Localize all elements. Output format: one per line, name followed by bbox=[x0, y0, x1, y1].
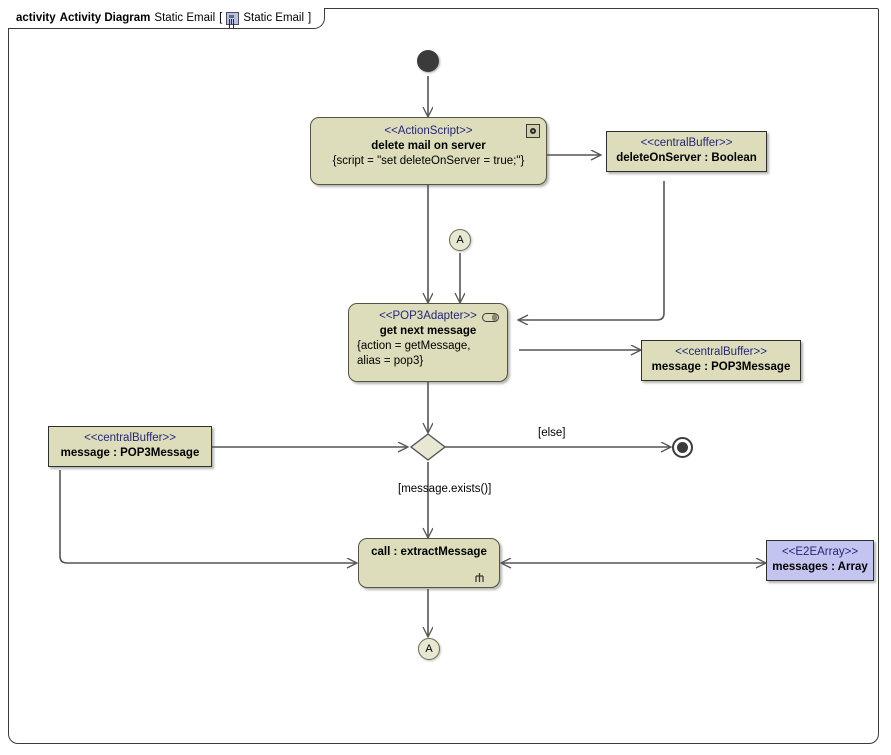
action-get-next-name: get next message bbox=[379, 325, 477, 337]
edge-label-else: [else] bbox=[538, 427, 566, 439]
buffer-message-left-name: message : POP3Message bbox=[60, 447, 200, 459]
script-icon bbox=[526, 124, 540, 138]
activity-final-node bbox=[672, 437, 693, 458]
frame-context-name: Static Email bbox=[243, 12, 305, 24]
initial-node bbox=[417, 50, 439, 72]
action-delete-mail-name: delete mail on server bbox=[371, 140, 486, 152]
action-get-next-stereotype: <<POP3Adapter>> bbox=[379, 310, 477, 322]
action-call-extract-message[interactable]: call : extractMessage bbox=[358, 538, 500, 588]
diagram-frame-header: activity Activity Diagram Static Email [… bbox=[8, 8, 326, 29]
buffer-message-right-name: message : POP3Message bbox=[651, 361, 791, 373]
frame-bracket-close: ] bbox=[308, 12, 312, 24]
action-delete-mail-stereotype: <<ActionScript>> bbox=[384, 125, 473, 137]
central-buffer-message-left[interactable]: <<centralBuffer>> message : POP3Message bbox=[48, 426, 212, 467]
buffer-delete-on-server-stereotype: <<centralBuffer>> bbox=[640, 137, 733, 149]
buffer-message-right-stereotype: <<centralBuffer>> bbox=[675, 346, 767, 358]
buffer-message-left-stereotype: <<centralBuffer>> bbox=[84, 432, 176, 444]
action-get-next-message[interactable]: <<POP3Adapter>> get next message {action… bbox=[348, 303, 508, 382]
frame-type-label: Activity Diagram bbox=[59, 12, 151, 24]
pill-icon bbox=[482, 313, 499, 322]
connector-node-a-bottom: A bbox=[418, 638, 440, 660]
action-delete-mail-on-server[interactable]: <<ActionScript>> delete mail on server {… bbox=[310, 117, 547, 185]
edge-label-message-exists: [message.exists()] bbox=[398, 483, 492, 495]
frame-keyword: activity bbox=[16, 12, 56, 24]
frame-bracket-open: [ bbox=[219, 12, 223, 24]
buffer-delete-on-server-name: deleteOnServer : Boolean bbox=[616, 152, 757, 164]
action-delete-mail-property: {script = "set deleteOnServer = true;"} bbox=[332, 155, 525, 167]
array-messages-name: messages : Array bbox=[772, 561, 868, 573]
connector-a-bottom-label: A bbox=[425, 643, 433, 655]
array-messages[interactable]: <<E2EArray>> messages : Array bbox=[766, 540, 874, 581]
action-get-next-property-line2: alias = pop3} bbox=[357, 355, 424, 367]
connector-a-top-label: A bbox=[456, 234, 464, 246]
central-buffer-message-right[interactable]: <<centralBuffer>> message : POP3Message bbox=[641, 340, 801, 381]
activity-diagram-icon bbox=[226, 11, 240, 25]
frame-diagram-name: Static Email bbox=[154, 12, 216, 24]
central-buffer-delete-on-server[interactable]: <<centralBuffer>> deleteOnServer : Boole… bbox=[606, 131, 767, 172]
action-extract-message-name: call : extractMessage bbox=[371, 546, 487, 558]
action-get-next-property-line1: {action = getMessage, bbox=[357, 340, 471, 352]
rake-icon bbox=[475, 573, 484, 582]
connector-node-a-top: A bbox=[449, 229, 471, 251]
array-messages-stereotype: <<E2EArray>> bbox=[781, 546, 859, 558]
